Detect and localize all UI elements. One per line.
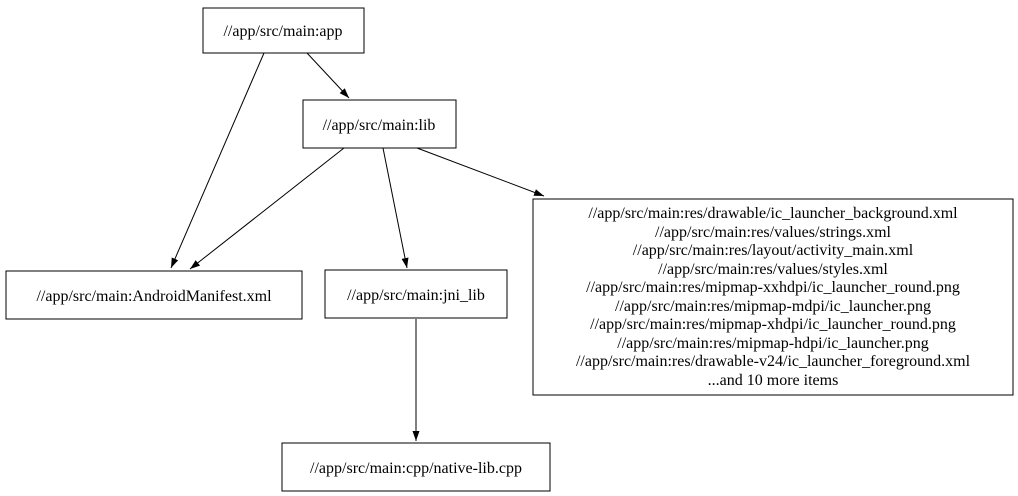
node-android-manifest-box bbox=[5, 270, 303, 320]
node-native-lib-label: //app/src/main:cpp/native-lib.cpp bbox=[310, 460, 522, 477]
node-resources-line: //app/src/main:res/mipmap-mdpi/ic_launch… bbox=[615, 298, 931, 315]
node-lib-box bbox=[302, 99, 457, 149]
edge-lib-to-manifest bbox=[189, 147, 345, 270]
node-resources-line: //app/src/main:res/mipmap-xxhdpi/ic_laun… bbox=[586, 279, 960, 296]
node-resources-line: ...and 10 more items bbox=[708, 372, 839, 389]
node-jni-lib-label: //app/src/main:jni_lib bbox=[347, 287, 485, 304]
node-lib-label: //app/src/main:lib bbox=[323, 117, 436, 134]
node-app-box bbox=[202, 7, 365, 54]
node-resources-line: //app/src/main:res/drawable-v24/ic_launc… bbox=[576, 353, 971, 370]
node-resources-line: //app/src/main:res/layout/activity_main.… bbox=[633, 242, 914, 259]
node-native-lib: //app/src/main:cpp/native-lib.cpp bbox=[281, 442, 551, 492]
node-resources: //app/src/main:res/drawable/ic_launcher_… bbox=[532, 198, 1014, 396]
edge-app-to-manifest bbox=[170, 52, 265, 269]
node-resources-line: //app/src/main:res/values/strings.xml bbox=[655, 224, 892, 241]
edge-lib-to-jni-lib bbox=[382, 147, 409, 269]
node-native-lib-box bbox=[281, 442, 551, 492]
node-android-manifest: //app/src/main:AndroidManifest.xml bbox=[5, 270, 303, 320]
node-resources-box bbox=[532, 198, 1014, 396]
node-resources-line: //app/src/main:res/mipmap-hdpi/ic_launch… bbox=[617, 335, 928, 352]
node-app: //app/src/main:app bbox=[202, 7, 365, 54]
node-app-label: //app/src/main:app bbox=[223, 23, 342, 40]
node-resources-line: //app/src/main:res/mipmap-xhdpi/ic_launc… bbox=[590, 316, 956, 333]
node-lib: //app/src/main:lib bbox=[302, 99, 457, 149]
edge-lib-to-resources bbox=[416, 147, 545, 197]
node-jni-lib-box bbox=[324, 269, 508, 319]
edge-app-to-lib bbox=[306, 52, 350, 99]
node-android-manifest-label: //app/src/main:AndroidManifest.xml bbox=[36, 288, 272, 305]
node-jni-lib: //app/src/main:jni_lib bbox=[324, 269, 508, 319]
node-resources-line: //app/src/main:res/drawable/ic_launcher_… bbox=[588, 205, 958, 222]
node-resources-line: //app/src/main:res/values/styles.xml bbox=[658, 261, 888, 278]
